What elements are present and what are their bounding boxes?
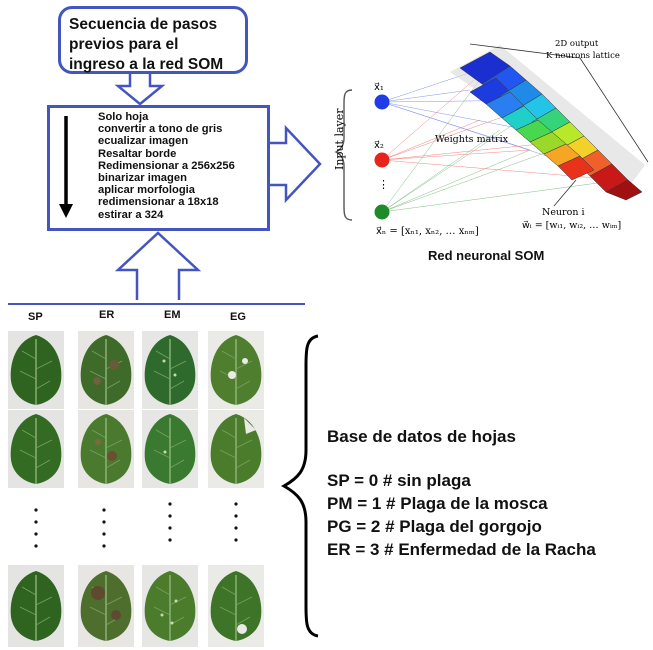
- x2-label: x⃗₂: [374, 140, 384, 151]
- arrow-down-to-steps: [114, 74, 166, 106]
- input-node-2: [374, 152, 390, 168]
- flow-title-box: Secuencia de pasos previos para el ingre…: [58, 6, 248, 74]
- flow-title: Secuencia de pasos previos para el ingre…: [69, 16, 224, 73]
- leaf-photo-sp-3: [8, 565, 64, 647]
- input-layer-brace: [334, 89, 353, 221]
- xn-formula: x⃗ₙ = [xₙ₁, xₙ₂, … xₙₘ]: [376, 226, 479, 237]
- leaf-image-grid: [8, 331, 264, 647]
- step-item: redimensionar a 18x18: [98, 196, 219, 209]
- output-label-1: 2D output: [555, 39, 599, 49]
- leaf-photo-eg-1: [208, 331, 264, 409]
- code-pg: PG = 2 # Plaga del gorgojo: [327, 517, 542, 536]
- neuron-lattice: [450, 45, 645, 201]
- preprocessing-steps-box: Solo hoja convertir a tono de gris ecual…: [47, 105, 270, 231]
- input-layer-label: Input layer: [333, 108, 346, 170]
- leaf-photo-eg-3: [208, 565, 264, 647]
- leaf-photo-em-3: [142, 565, 198, 647]
- step-item: estirar a 324: [98, 208, 164, 221]
- step-item: aplicar morfologia: [98, 184, 195, 197]
- dataset-brace: [280, 334, 319, 638]
- leaf-photo-er-2: [78, 410, 134, 488]
- leaf-photo-er-3: [78, 565, 134, 647]
- column-label-eg: EG: [230, 311, 246, 323]
- som-caption: Red neuronal SOM: [428, 248, 545, 263]
- lattice-axis-right: [579, 57, 649, 163]
- arrow-right-to-som: [270, 124, 322, 204]
- column-label-em: EM: [164, 309, 181, 321]
- leaf-photo-er-1: [78, 331, 134, 409]
- step-item: ecualizar imagen: [98, 135, 189, 148]
- input-node-n: [374, 204, 390, 220]
- neuron-pointer: [553, 179, 577, 207]
- leaf-photo-eg-2: [208, 410, 264, 488]
- input-node-1: [374, 94, 390, 110]
- column-label-er: ER: [99, 309, 115, 321]
- step-item: Redimensionar a 256x256: [98, 159, 235, 172]
- step-item: Solo hoja: [98, 111, 149, 123]
- dataset-title: Base de datos de hojas: [327, 427, 516, 446]
- step-item: Resaltar borde: [98, 147, 177, 160]
- neuron-label: Neuron i: [542, 207, 585, 218]
- sequence-arrow-head: [59, 204, 73, 218]
- leaf-photo-em-2: [142, 410, 198, 488]
- leaf-photo-sp-2: [8, 410, 64, 488]
- lattice-axis-top: [469, 43, 581, 59]
- code-pm: PM = 1 # Plaga de la mosca: [327, 494, 548, 513]
- ellipsis-dots: [34, 502, 238, 548]
- output-label-2: K neurons lattice: [546, 51, 620, 61]
- step-item: convertir a tono de gris: [98, 123, 223, 136]
- neuron-formula: w⃗ᵢ = [wᵢ₁, wᵢ₂, … wᵢₘ]: [522, 220, 621, 231]
- arrow-up-to-steps: [114, 231, 202, 300]
- x1-label: x⃗₁: [374, 82, 384, 93]
- weights-matrix-label: Weights matrix: [435, 134, 509, 145]
- code-er: ER = 3 # Enfermedad de la Racha: [327, 540, 596, 559]
- leaf-photo-em-1: [142, 331, 198, 409]
- step-item: binarizar imagen: [98, 172, 187, 185]
- column-label-sp: SP: [28, 311, 43, 323]
- input-dots: ⋮: [378, 178, 389, 191]
- som-network-diagram: Input layer ⋮ x⃗₁ x⃗₂ x⃗ₙ = [xₙ₁, xₙ₂, ……: [333, 39, 649, 237]
- code-sp: SP = 0 # sin plaga: [327, 471, 471, 490]
- leaf-photo-sp-1: [8, 331, 64, 409]
